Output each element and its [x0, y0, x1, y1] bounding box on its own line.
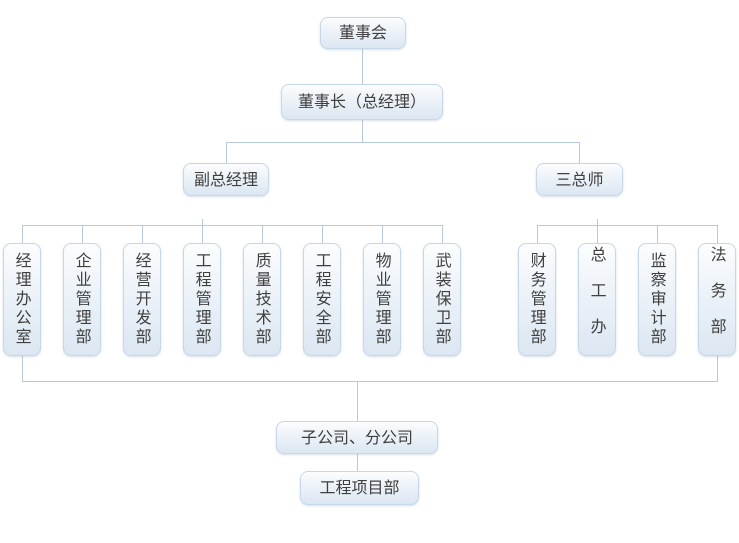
node-project-dept: 工程项目部	[300, 471, 419, 505]
connector-project-drop	[357, 454, 358, 471]
connector-left-stub-3	[142, 225, 143, 243]
connector-bottom-rail	[22, 381, 718, 382]
dept-box: 企业管理部	[63, 243, 101, 356]
dept-box: 物业管理部	[363, 243, 401, 356]
connector-left-stub-2	[82, 225, 83, 243]
connector-chairman-stem	[362, 120, 363, 142]
dept-box: 监察审计部	[638, 243, 676, 356]
connector-left-stub-7	[382, 225, 383, 243]
connector-left-stub-4	[202, 219, 203, 243]
connector-left-rail	[22, 225, 443, 226]
dept-box: 工程管理部	[183, 243, 221, 356]
dept-box: 质量技术部	[243, 243, 281, 356]
connector-right-stub-2	[597, 219, 598, 243]
connector-left-stub-5	[262, 225, 263, 243]
dept-box: 工程安全部	[303, 243, 341, 356]
connector-bottom-left-drop	[22, 356, 23, 381]
connector-branch-rail	[226, 142, 580, 143]
node-three-chiefs: 三总师	[536, 163, 623, 196]
dept-box: 法务部	[698, 243, 736, 356]
connector-right-stub-4	[717, 225, 718, 243]
dept-box: 武装保卫部	[423, 243, 461, 356]
connector-left-stub-1	[22, 225, 23, 243]
connector-bottom-right-drop	[717, 356, 718, 381]
connector-right-stub-1	[537, 225, 538, 243]
connector-right-rail	[537, 225, 718, 226]
node-deputy-gm: 副总经理	[183, 163, 269, 196]
dept-box: 总工办	[578, 243, 616, 356]
connector-right-stub-3	[657, 225, 658, 243]
node-subsidiary: 子公司、分公司	[276, 421, 438, 454]
dept-box: 财务管理部	[518, 243, 556, 356]
connector-chiefs-drop	[579, 142, 580, 163]
dept-box: 经理办公室	[3, 243, 41, 356]
connector-left-stub-6	[322, 225, 323, 243]
connector-deputy-drop	[226, 142, 227, 163]
connector-subsidiary-drop	[357, 381, 358, 421]
node-chairman: 董事长（总经理）	[281, 84, 443, 120]
connector-left-stub-8	[442, 225, 443, 243]
node-board: 董事会	[320, 17, 406, 49]
connector-board-chairman	[362, 49, 363, 84]
dept-box: 经营开发部	[123, 243, 161, 356]
